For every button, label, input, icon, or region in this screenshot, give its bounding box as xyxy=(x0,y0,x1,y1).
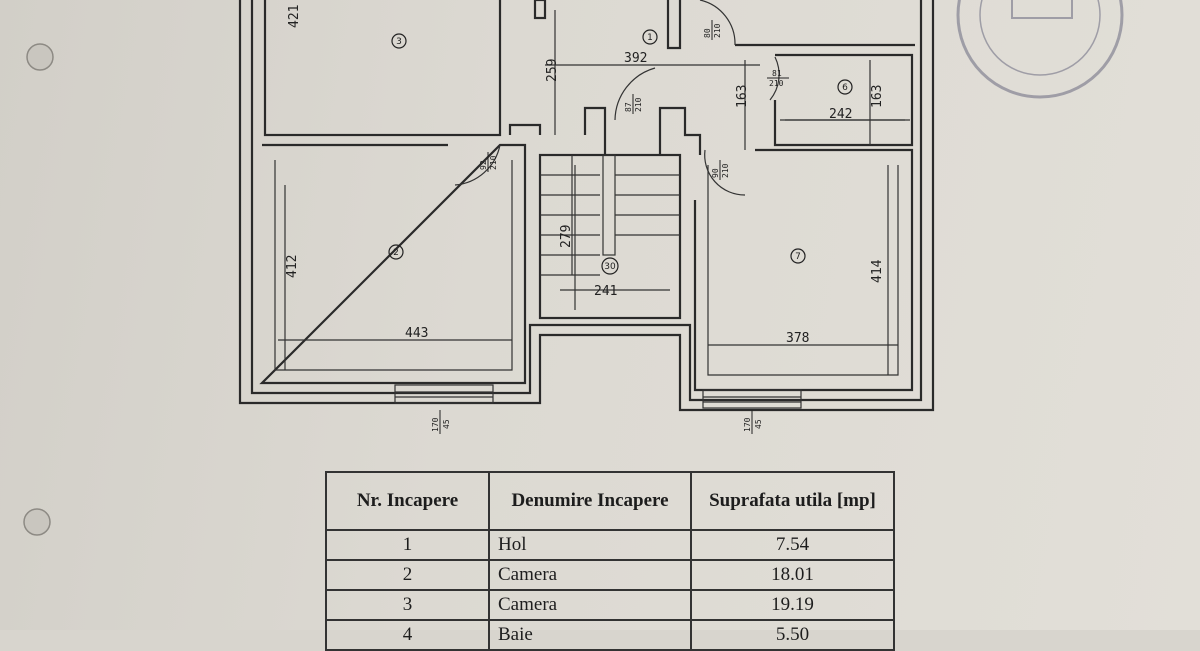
svg-text:80: 80 xyxy=(703,28,712,38)
svg-text:242: 242 xyxy=(829,107,852,122)
cell-nr: 1 xyxy=(325,529,490,561)
svg-text:170: 170 xyxy=(743,417,752,432)
door-swings xyxy=(454,0,780,196)
svg-text:421: 421 xyxy=(287,5,302,28)
svg-text:45: 45 xyxy=(442,419,451,429)
room-6 xyxy=(735,43,915,147)
svg-text:163: 163 xyxy=(870,85,885,108)
svg-text:210: 210 xyxy=(721,163,730,178)
cell-name: Camera xyxy=(488,559,692,591)
svg-text:259: 259 xyxy=(545,59,560,82)
svg-text:92: 92 xyxy=(479,160,488,170)
cell-area: 19.19 xyxy=(690,589,895,621)
room-labels: 1 2 3 6 7 30 xyxy=(388,29,853,275)
cell-name: Camera xyxy=(488,589,692,621)
window xyxy=(394,384,494,404)
table-header-row: Nr. Incapere Denumire Incapere Suprafata… xyxy=(325,471,895,531)
punch-hole xyxy=(23,508,51,536)
svg-text:210: 210 xyxy=(713,23,722,38)
svg-text:6: 6 xyxy=(842,83,848,93)
svg-text:210: 210 xyxy=(634,97,643,112)
header-nr: Nr. Incapere xyxy=(325,471,490,531)
punch-hole xyxy=(26,43,54,71)
header-area: Suprafata utila [mp] xyxy=(690,471,895,531)
header-name: Denumire Incapere xyxy=(488,471,692,531)
svg-text:45: 45 xyxy=(754,419,763,429)
svg-text:3: 3 xyxy=(396,37,402,47)
room-2 xyxy=(259,143,527,385)
stair-steps xyxy=(540,154,680,276)
cell-area: 18.01 xyxy=(690,559,895,591)
svg-text:170: 170 xyxy=(431,417,440,432)
dimensions: 392 259 163 412 443 421 242 163 414 378 … xyxy=(285,5,885,346)
svg-text:163: 163 xyxy=(735,85,750,108)
cell-area: 7.54 xyxy=(690,529,895,561)
svg-text:210: 210 xyxy=(489,155,498,170)
rooms-area-table: Nr. Incapere Denumire Incapere Suprafata… xyxy=(325,471,895,651)
room-7 xyxy=(693,148,914,392)
table-row: 1 Hol 7.54 xyxy=(325,529,895,561)
svg-text:1: 1 xyxy=(647,33,653,43)
svg-text:7: 7 xyxy=(795,252,801,262)
svg-text:87: 87 xyxy=(624,102,633,112)
stamp-seal xyxy=(956,0,1124,99)
cell-name: Hol xyxy=(488,529,692,561)
cell-nr: 2 xyxy=(325,559,490,591)
cell-nr: 4 xyxy=(325,619,490,651)
cell-area: 5.50 xyxy=(690,619,895,651)
table-row: 3 Camera 19.19 xyxy=(325,589,895,621)
floor-plan: 1 2 3 6 7 30 392 259 163 412 443 421 242… xyxy=(23,0,1124,536)
room-3 xyxy=(263,0,502,137)
window xyxy=(702,389,802,409)
svg-text:279: 279 xyxy=(559,225,574,248)
svg-text:210: 210 xyxy=(769,79,784,88)
svg-text:81: 81 xyxy=(772,69,782,78)
svg-text:414: 414 xyxy=(870,259,885,283)
outer-wall xyxy=(238,0,935,412)
svg-text:378: 378 xyxy=(786,331,809,346)
cell-nr: 3 xyxy=(325,589,490,621)
table-row: 2 Camera 18.01 xyxy=(325,559,895,591)
svg-text:241: 241 xyxy=(594,284,617,299)
svg-text:412: 412 xyxy=(285,255,300,278)
svg-text:30: 30 xyxy=(604,262,616,272)
svg-text:443: 443 xyxy=(405,326,428,341)
svg-text:90: 90 xyxy=(711,168,720,178)
cell-name: Baie xyxy=(488,619,692,651)
table-row: 4 Baie 5.50 xyxy=(325,619,895,651)
svg-text:392: 392 xyxy=(624,51,647,66)
svg-text:2: 2 xyxy=(393,248,399,258)
